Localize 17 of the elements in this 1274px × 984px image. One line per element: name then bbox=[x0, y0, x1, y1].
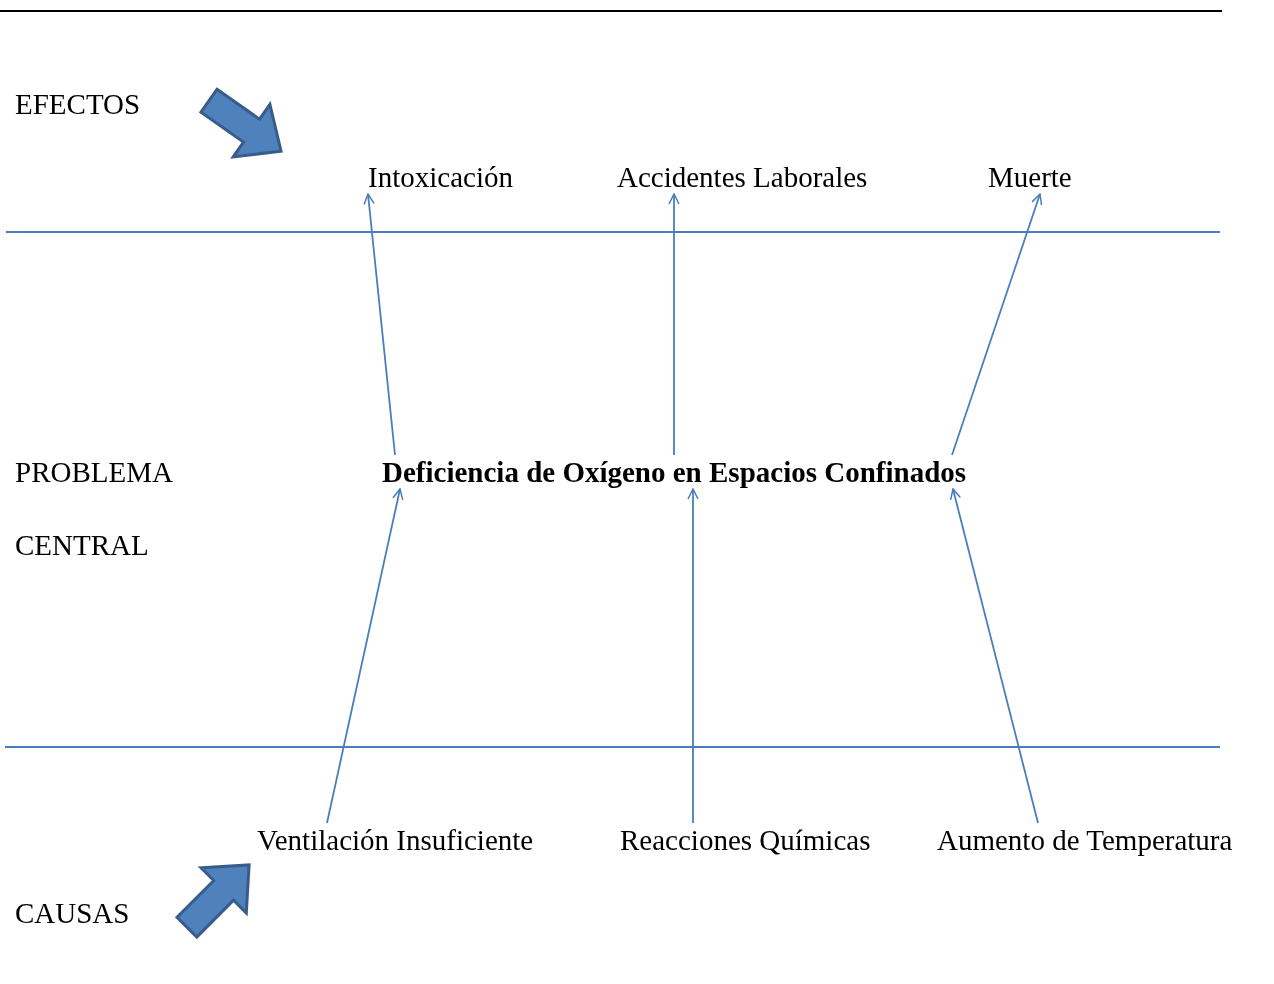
arrow bbox=[687, 488, 699, 824]
effect-text: Muerte bbox=[988, 160, 1072, 194]
problem-text: Deficiencia de Oxígeno en Espacios Confinados bbox=[382, 455, 967, 489]
arrow bbox=[668, 193, 680, 456]
arrow bbox=[363, 193, 396, 456]
section-label: PROBLEMA bbox=[15, 455, 173, 489]
arrow bbox=[951, 193, 1043, 456]
section-label: CENTRAL bbox=[15, 528, 149, 562]
arrow bbox=[949, 488, 1039, 824]
effect-text: Intoxicación bbox=[368, 160, 513, 194]
cause-text: Aumento de Temperatura bbox=[937, 823, 1233, 857]
cause-text: Reacciones Químicas bbox=[620, 823, 871, 857]
cause-text: Ventilación Insuficiente bbox=[257, 823, 534, 857]
section-label: CAUSAS bbox=[15, 896, 130, 930]
section-label: EFECTOS bbox=[15, 87, 141, 121]
arrow bbox=[326, 488, 404, 824]
effect-text: Accidentes Laborales bbox=[617, 160, 868, 194]
